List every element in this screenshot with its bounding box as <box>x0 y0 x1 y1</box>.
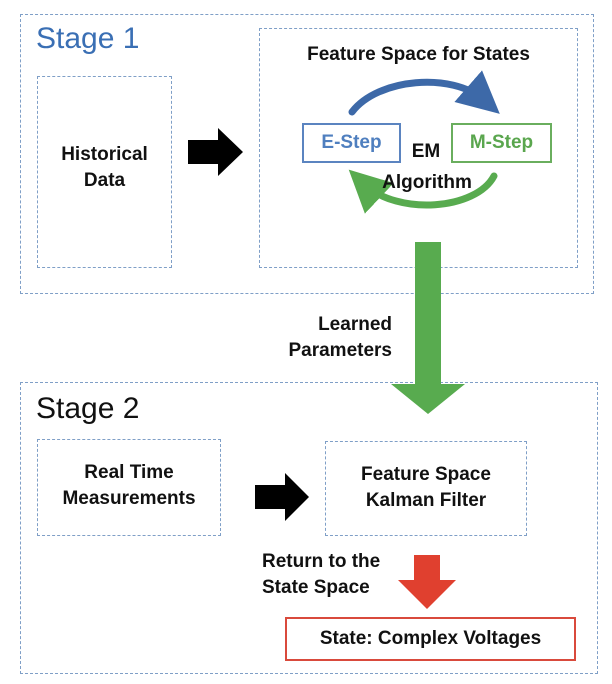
black-arrow-stage1 <box>188 128 243 176</box>
red-down-arrow <box>398 555 456 609</box>
historical-data-box <box>37 76 172 268</box>
kalman-filter-label: Feature Space Kalman Filter <box>361 464 491 511</box>
black-arrow-stage2 <box>255 473 309 521</box>
stage-2-title: Stage 2 <box>36 392 140 425</box>
kalman-filter-box <box>325 441 527 536</box>
m-step-label: M-Step <box>469 132 534 153</box>
return-label: Return to the State Space <box>262 551 381 598</box>
real-time-label: Real Time Measurements <box>62 462 196 509</box>
feature-space-title: Feature Space for States <box>307 44 530 65</box>
stage-1-title: Stage 1 <box>36 22 140 55</box>
green-down-arrow <box>391 242 465 414</box>
stage-2-box <box>20 382 598 674</box>
state-output-label: State: Complex Voltages <box>319 628 542 649</box>
e-step-label: E-Step <box>321 132 382 153</box>
green-curved-arrow <box>348 169 498 214</box>
blue-curved-arrow <box>348 70 500 116</box>
real-time-box <box>37 439 221 536</box>
stage-1-box <box>20 14 594 294</box>
learned-parameters-label: Learned Parameters <box>288 314 392 361</box>
e-step-box: E-Step <box>302 123 401 163</box>
historical-data-label: Historical Data <box>61 144 148 191</box>
m-step-box: M-Step <box>451 123 552 163</box>
em-label: EM <box>411 141 441 162</box>
state-output-box: State: Complex Voltages <box>285 617 576 661</box>
algorithm-label: Algorithm <box>382 172 472 193</box>
